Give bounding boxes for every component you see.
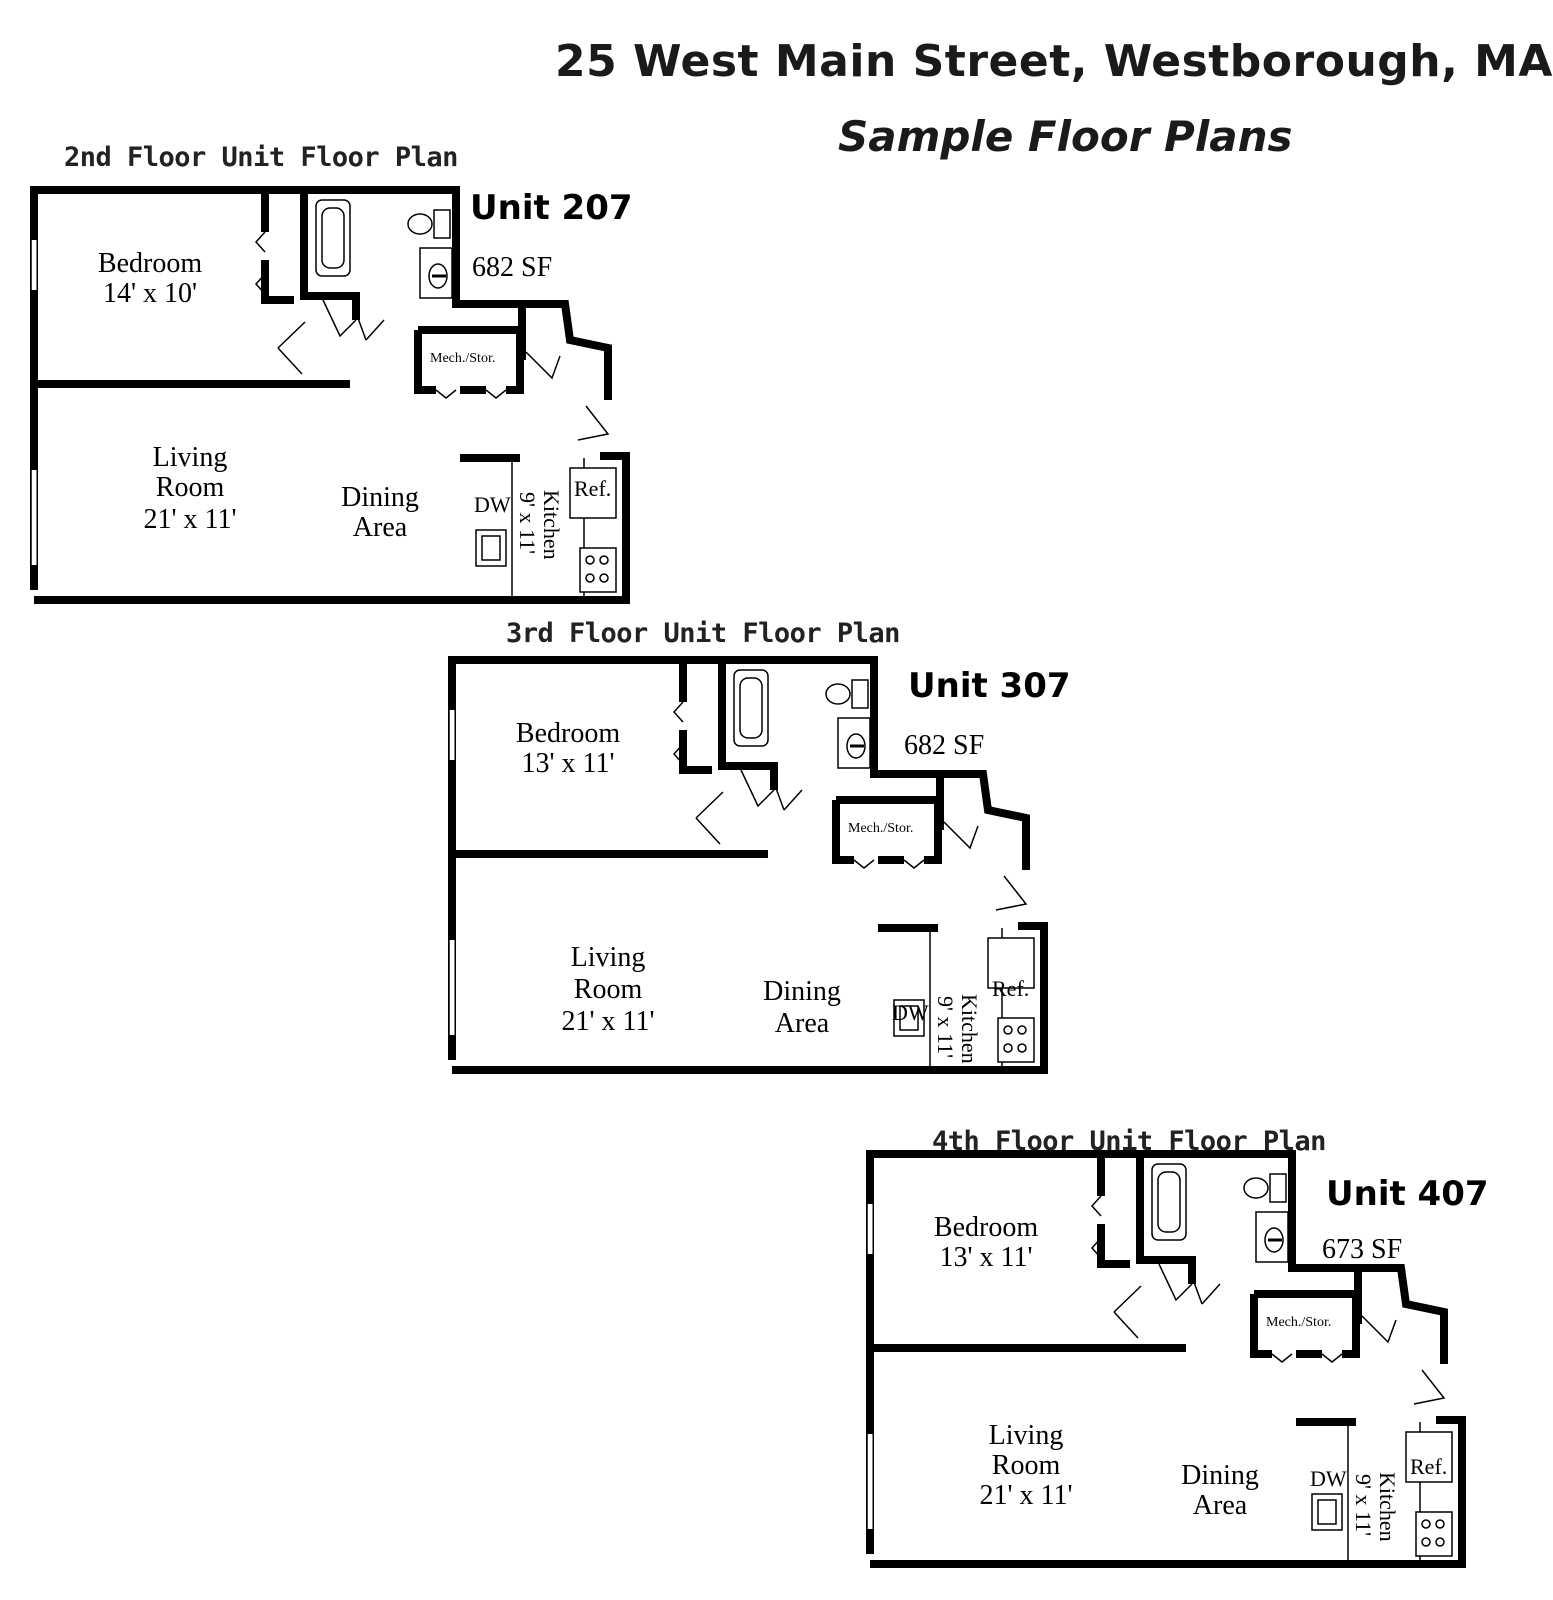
living-label-1: Living [989,1420,1064,1451]
unit-number: Unit 207 [470,188,633,228]
plan-heading: 2nd Floor Unit Floor Plan [64,142,458,173]
bedroom-label: Bedroom [934,1212,1038,1243]
ref-label: Ref. [574,476,611,501]
floor-plans-drawing: Bedroom 14' x 10' Living Room 21' x 11' … [0,0,1507,1600]
bedroom-label: Bedroom [98,248,202,279]
living-dims: 21' x 11' [979,1480,1072,1511]
dining-label-2: Area [1193,1490,1248,1521]
living-label-2: Room [156,472,225,503]
unit-area: 682 SF [472,252,553,283]
dw-label: DW [892,1000,929,1025]
living-label-2: Room [992,1450,1061,1481]
unit-number: Unit 307 [908,666,1071,706]
bedroom-dims: 13' x 11' [939,1242,1032,1273]
page-subtitle: Sample Floor Plans [838,112,1293,161]
kitchen-label: Kitchen [957,994,982,1064]
dw-label: DW [1310,1466,1347,1491]
living-label-2: Room [574,974,643,1005]
plan-heading: 3rd Floor Unit Floor Plan [506,618,900,649]
living-label-1: Living [571,942,646,973]
bedroom-label: Bedroom [516,718,620,749]
kitchen-dims: 9' x 11' [1351,1474,1376,1536]
unit-area: 673 SF [1322,1234,1403,1265]
dining-label-1: Dining [341,482,419,513]
dw-label: DW [474,492,511,517]
bedroom-dims: 13' x 11' [521,748,614,779]
mech-label: Mech./Stor. [430,351,495,366]
page-title: 25 West Main Street, Westborough, MA [555,36,1553,87]
floor-plan-3rd: 3rd Floor Unit Floor Plan Unit 307 682 S… [506,618,1071,761]
kitchen-label: Kitchen [1375,1472,1400,1542]
plan-drawing-3rd: Bedroom 13' x 11' Living Room 21' x 11' … [449,660,1044,1070]
floor-plan-2nd: 2nd Floor Unit Floor Plan Unit 207 682 S… [64,142,633,283]
plan-drawing-4th: Bedroom 13' x 11' Living Room 21' x 11' … [867,1154,1462,1564]
unit-area: 682 SF [904,730,985,761]
plan-drawing-2nd: Bedroom 14' x 10' Living Room 21' x 11' … [31,190,626,600]
dining-label-1: Dining [763,976,841,1007]
mech-label: Mech./Stor. [848,821,913,836]
living-dims: 21' x 11' [561,1006,654,1037]
living-label-1: Living [153,442,228,473]
kitchen-dims: 9' x 11' [515,492,540,554]
bedroom-dims: 14' x 10' [103,278,197,309]
kitchen-dims: 9' x 11' [933,996,958,1058]
dining-label-1: Dining [1181,1460,1259,1491]
mech-label: Mech./Stor. [1266,1315,1331,1330]
dining-label-2: Area [353,512,408,543]
dining-label-2: Area [775,1008,830,1039]
ref-label: Ref. [1410,1454,1447,1479]
living-dims: 21' x 11' [143,504,236,535]
ref-label: Ref. [992,976,1029,1001]
kitchen-label: Kitchen [539,490,564,560]
unit-number: Unit 407 [1326,1174,1489,1214]
